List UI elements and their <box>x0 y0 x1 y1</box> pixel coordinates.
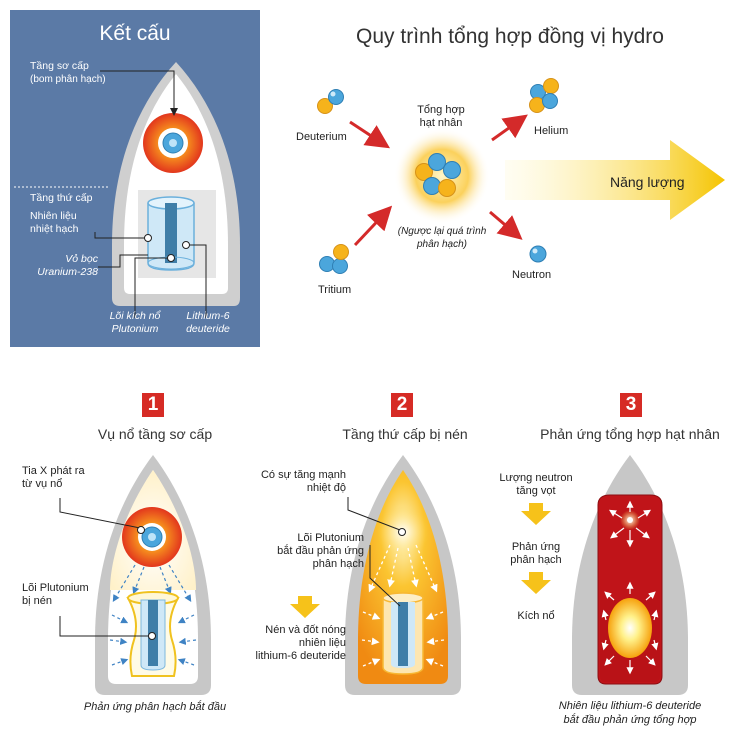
fuel-label-2: nhiệt hạch <box>30 223 79 235</box>
step2-leader-lines <box>347 497 401 607</box>
helium-atom <box>529 78 559 113</box>
tritium-atom <box>319 244 349 274</box>
step1-caption: Phản ứng phân hạch bắt đầu <box>83 701 227 713</box>
pu-react-label-3: phân hạch <box>312 558 364 570</box>
deuterium-atom <box>317 89 344 114</box>
fuel-label-1: Nhiên liệu <box>30 210 77 222</box>
step3-caption-2: bắt đầu phản ứng tổng hợp <box>563 714 697 726</box>
structure-title: Kết cấu <box>99 22 171 45</box>
primary-stage-sub: (bom phân hạch) <box>30 74 106 85</box>
arrow-helium <box>491 114 528 142</box>
step1-bomb <box>95 455 211 695</box>
compress-label-2: nhiên liệu <box>298 637 346 649</box>
core-label-1: Lõi kích nổ <box>109 310 161 322</box>
pu-compressed-label-1: Lõi Plutonium <box>22 582 89 594</box>
xray-label-2: từ vụ nổ <box>22 478 63 490</box>
structure-leader-lines <box>94 70 207 318</box>
arrow-deuterium <box>349 120 391 149</box>
xray-label-1: Tia X phát ra <box>22 465 85 477</box>
shell-label-2: Uranium-238 <box>37 266 98 278</box>
primary-pointer <box>170 108 178 116</box>
fusion-label-2: hạt nhân <box>419 117 463 129</box>
lithium-dot <box>182 241 190 249</box>
fusion-glow <box>394 128 490 224</box>
core-dot <box>167 254 175 262</box>
process-title: Quy trình tổng hợp đồng vị hydro <box>356 25 664 48</box>
step2-bomb <box>345 455 461 695</box>
xray-dot <box>137 526 145 534</box>
step2-down-arrow <box>290 596 320 618</box>
energy-arrow <box>505 140 725 220</box>
primary-stage-icon <box>143 113 203 173</box>
step1-leader-lines <box>59 498 152 637</box>
step2-title: Tầng thứ cấp bị nén <box>342 426 468 442</box>
heat-label-1: Có sự tăng mạnh <box>260 469 346 481</box>
arrow-neutron <box>489 210 523 240</box>
step3-title: Phản ứng tổng hợp hạt nhân <box>540 426 720 442</box>
neutron-surge-label-1: Lượng neutron <box>499 472 573 484</box>
shell-label-1: Vỏ bọc <box>65 253 98 265</box>
helium-label: Helium <box>534 125 569 137</box>
explode-label: Kích nổ <box>517 610 555 622</box>
step3-badge: 3 <box>620 393 642 417</box>
step1-title: Vụ nổ tầng sơ cấp <box>97 426 213 442</box>
fission-label-1: Phản ứng <box>511 541 561 553</box>
compress-label-1: Nén và đốt nóng <box>265 624 346 636</box>
step2-badge: 2 <box>391 393 413 417</box>
core-label-2: Plutonium <box>111 323 159 335</box>
fuel-dot <box>144 234 152 242</box>
heat-dot <box>398 528 406 536</box>
reverse-label-1: (Ngược lại quá trình <box>397 226 487 237</box>
neutron-atom <box>529 245 547 263</box>
pu-dot <box>148 632 156 640</box>
arrow-tritium <box>353 205 393 247</box>
fission-label-2: phân hạch <box>510 554 562 566</box>
lithium-label-2: deuteride <box>186 323 230 335</box>
pu-react-label-2: bắt đầu phản ứng <box>277 545 364 557</box>
primary-stage-label: Tầng sơ cấp <box>30 60 89 72</box>
neutron-label: Neutron <box>512 269 552 281</box>
step1-badge: 1 <box>142 393 164 417</box>
reverse-label-2: phân hạch) <box>416 239 468 250</box>
pu-react-label-1: Lõi Plutonium <box>297 532 364 544</box>
heat-label-2: nhiệt độ <box>306 482 346 494</box>
pu-compressed-label-2: bị nén <box>22 595 52 607</box>
tritium-label: Tritium <box>318 284 352 296</box>
secondary-stage-icon <box>147 196 195 271</box>
step3-caption-1: Nhiên liệu lithium-6 deuteride <box>558 700 702 712</box>
fusion-nucleus <box>415 153 461 197</box>
energy-label: Năng lượng <box>610 174 685 190</box>
step3-bomb <box>572 455 688 695</box>
neutron-surge-label-2: tăng vọt <box>516 485 556 497</box>
step3-down-arrow-1 <box>521 503 551 525</box>
secondary-stage-label: Tầng thứ cấp <box>30 192 93 204</box>
deuterium-label: Deuterium <box>296 131 347 143</box>
step3-down-arrow-2 <box>521 572 551 594</box>
compress-label-3: lithium-6 deuteride <box>255 650 347 662</box>
fusion-label-1: Tổng hợp <box>417 104 465 116</box>
lithium-label-1: Lithium-6 <box>186 310 230 322</box>
